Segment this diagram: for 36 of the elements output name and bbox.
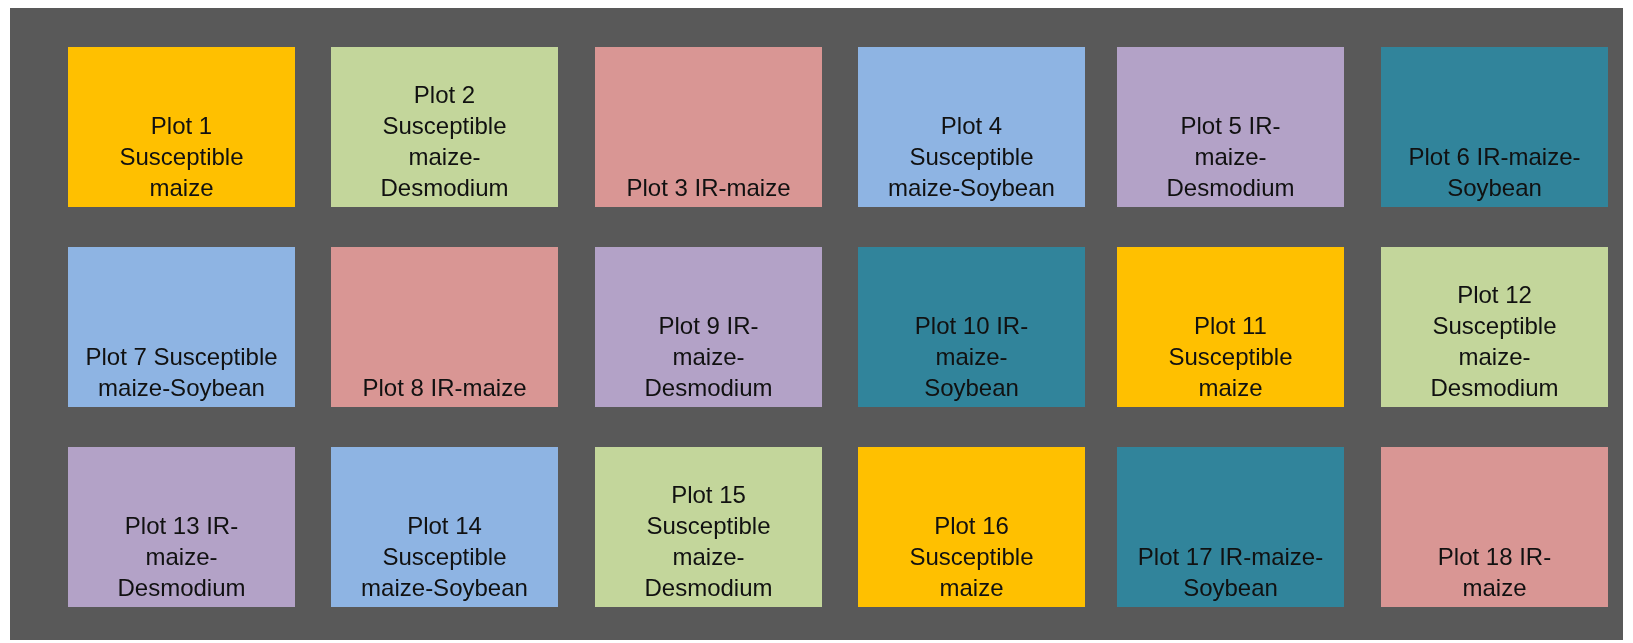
- plot-tile: [68, 47, 295, 207]
- plot-label: Plot 15 Susceptible maize-Desmodium: [643, 480, 774, 603]
- plot-tile: [858, 247, 1085, 407]
- plot-tile: [595, 247, 822, 407]
- plot-label: Plot 8 IR-maize: [362, 373, 527, 403]
- plot-label: Plot 14 Susceptible maize-Soybean: [360, 511, 529, 603]
- plot-tile: [1381, 247, 1608, 407]
- plot-label: Plot 4 Susceptible maize-Soybean: [887, 111, 1056, 203]
- plot-tile: [68, 247, 295, 407]
- plot-label: Plot 5 IR-maize-Desmodium: [1165, 111, 1296, 203]
- plot-label: Plot 2 Susceptible maize-Desmodium: [379, 80, 510, 203]
- plot-tile: [1381, 447, 1608, 607]
- plot-tile: [331, 447, 558, 607]
- plot-label: Plot 7 Susceptible maize-Soybean: [84, 342, 279, 403]
- plot-tile: [1117, 447, 1344, 607]
- plot-label: Plot 13 IR-maize-Desmodium: [116, 511, 247, 603]
- plot-label: Plot 6 IR-maize-Soybean: [1407, 142, 1582, 203]
- plot-label: Plot 1 Susceptible maize: [118, 111, 245, 203]
- plot-tile: [595, 47, 822, 207]
- plot-tile: [858, 47, 1085, 207]
- plot-tile: [595, 447, 822, 607]
- plot-tile: [1117, 47, 1344, 207]
- plot-label: Plot 12 Susceptible maize-Desmodium: [1429, 280, 1560, 403]
- plot-tile: [1117, 247, 1344, 407]
- plot-label: Plot 10 IR-maize-Soybean: [913, 311, 1030, 403]
- plot-tile: [1381, 47, 1608, 207]
- plot-label: Plot 11 Susceptible maize: [1167, 311, 1294, 403]
- plot-label: Plot 16 Susceptible maize: [908, 511, 1035, 603]
- plot-tile: [858, 447, 1085, 607]
- plot-label: Plot 3 IR-maize: [626, 173, 791, 203]
- plot-tile: [68, 447, 295, 607]
- plot-label: Plot 9 IR-maize-Desmodium: [643, 311, 774, 403]
- plot-label: Plot 17 IR-maize-Soybean: [1136, 542, 1325, 603]
- plot-tile: [331, 47, 558, 207]
- plot-tile: [331, 247, 558, 407]
- plot-label: Plot 18 IR-maize: [1436, 542, 1553, 603]
